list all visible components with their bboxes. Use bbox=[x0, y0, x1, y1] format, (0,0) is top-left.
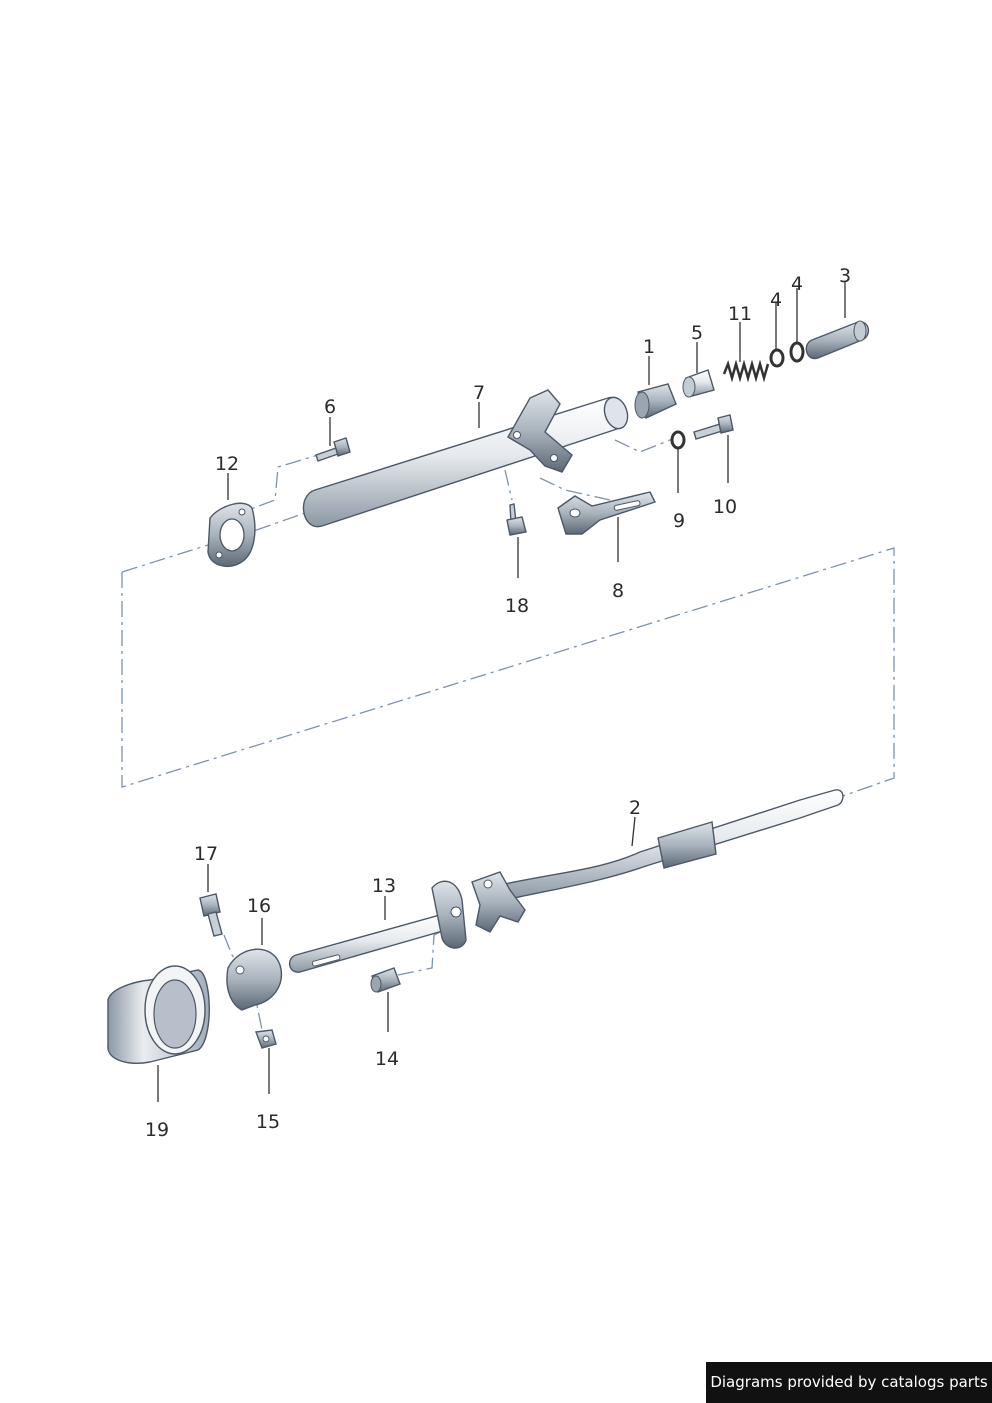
part-16-clamp bbox=[226, 948, 283, 1011]
callout-14: 14 bbox=[375, 1048, 399, 1070]
part-7-column-tube bbox=[302, 389, 629, 528]
credit-banner: Diagrams provided by catalogs parts bbox=[706, 1362, 992, 1403]
callout-12: 12 bbox=[215, 453, 239, 475]
part-19-boot bbox=[107, 965, 210, 1064]
callout-7: 7 bbox=[473, 382, 485, 404]
part-6-screw bbox=[315, 437, 351, 462]
part-9-washer bbox=[670, 430, 686, 450]
part-15-nut bbox=[255, 1029, 277, 1049]
callout-4-left: 4 bbox=[770, 289, 782, 311]
part-13-intermediate-shaft bbox=[289, 880, 467, 973]
callout-1: 1 bbox=[643, 336, 655, 358]
part-3-splined-sleeve bbox=[805, 320, 869, 360]
part-5-bushing bbox=[682, 369, 715, 398]
callout-3: 3 bbox=[839, 265, 851, 287]
callout-2: 2 bbox=[629, 797, 641, 819]
part-18-screw bbox=[506, 503, 527, 536]
part-17-bolt bbox=[199, 893, 223, 937]
part-14-bush bbox=[370, 967, 401, 993]
callout-8: 8 bbox=[612, 580, 624, 602]
callout-11: 11 bbox=[728, 303, 752, 325]
part-12-flange-plate bbox=[207, 502, 256, 567]
part-10-screw bbox=[693, 414, 734, 440]
callout-15: 15 bbox=[256, 1111, 280, 1133]
part-2-steering-shaft bbox=[471, 789, 844, 933]
callout-6: 6 bbox=[324, 396, 336, 418]
callout-18: 18 bbox=[505, 595, 529, 617]
callout-19: 19 bbox=[145, 1119, 169, 1141]
callout-10: 10 bbox=[713, 496, 737, 518]
callout-5: 5 bbox=[691, 322, 703, 344]
leader-lines bbox=[157, 282, 846, 1102]
part-8-bracket bbox=[557, 491, 656, 535]
part-1-bush bbox=[634, 383, 677, 419]
callout-13: 13 bbox=[372, 875, 396, 897]
callout-17: 17 bbox=[194, 843, 218, 865]
callout-labels: 1 2 3 4 4 5 6 7 8 9 10 11 12 13 14 15 16… bbox=[145, 265, 851, 1141]
callout-9: 9 bbox=[673, 510, 685, 532]
callout-4-right: 4 bbox=[791, 273, 803, 295]
part-4-washer bbox=[769, 341, 805, 368]
callout-16: 16 bbox=[247, 895, 271, 917]
part-11-spring bbox=[722, 359, 770, 383]
